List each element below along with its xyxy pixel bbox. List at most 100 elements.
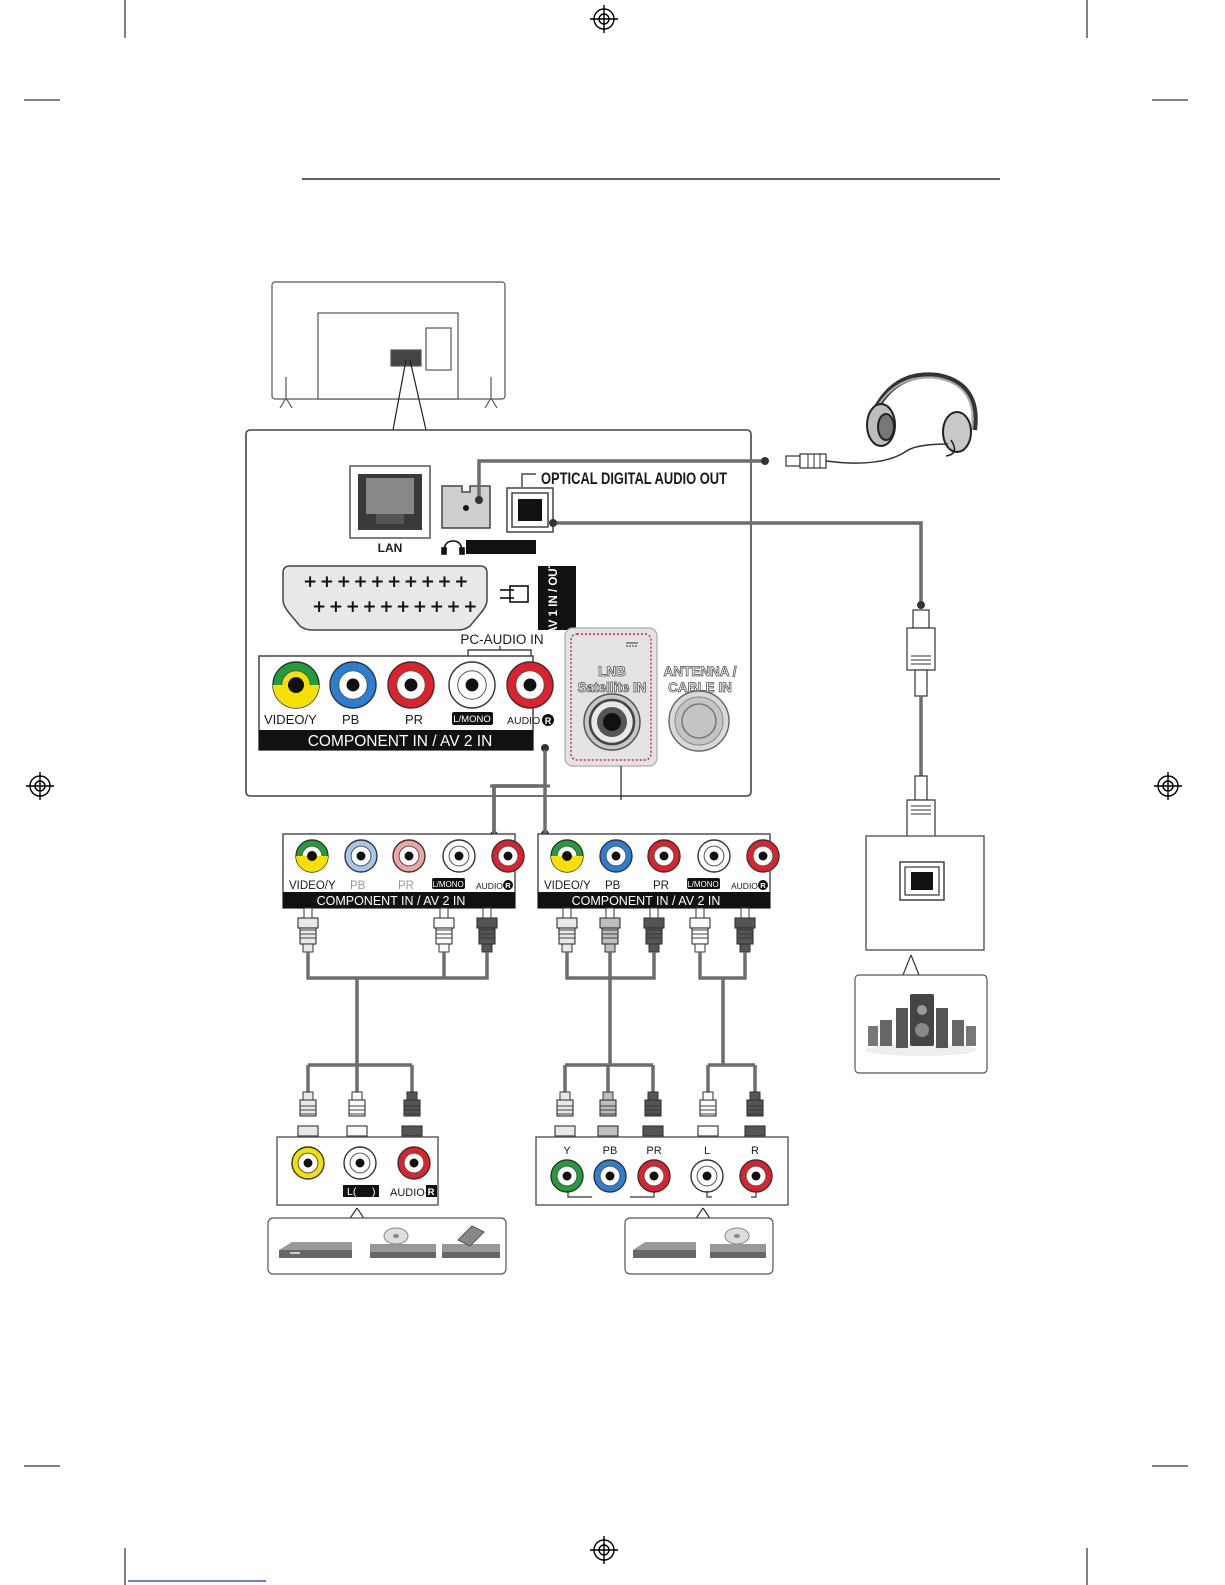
scart-pin: + <box>370 572 384 592</box>
headphones-icon <box>866 372 978 457</box>
left-module-bar <box>283 892 515 908</box>
scart-pin: + <box>446 597 460 617</box>
scart-pin: + <box>379 597 393 617</box>
left-device-audio-r-label: AUDIO- <box>390 1187 429 1199</box>
disc-recorder-icon-2 <box>710 1227 766 1258</box>
pc-audio-in-label: PC-AUDIO IN <box>460 632 543 647</box>
headphone-plug <box>785 453 827 469</box>
left-jack-label-pr: PR <box>398 880 414 892</box>
tv-component-jacks <box>272 661 554 709</box>
tv-jack-label-lmono: L/MONO <box>453 714 490 725</box>
left-module-bar-label: COMPONENT IN / AV 2 IN <box>317 894 466 908</box>
right-device-jack-0 <box>550 1159 584 1193</box>
scart-pin: + <box>353 572 367 592</box>
left-device-icons-box <box>267 1217 507 1275</box>
rightjacks-jack-3 <box>697 839 731 873</box>
tv-jack-label-video: VIDEO/Y <box>264 712 317 727</box>
scart-pin: + <box>404 572 418 592</box>
left-device-audio-l-box <box>343 1185 379 1197</box>
scart-pin: + <box>387 572 401 592</box>
satellite-in-label: Satellite IN <box>577 680 646 695</box>
tv-jack-2 <box>387 661 435 709</box>
tv-lmono-badge <box>452 712 493 725</box>
scart-pin: + <box>430 597 444 617</box>
rca-plug <box>697 1091 719 1147</box>
right-device-label-y: Y <box>563 1145 571 1157</box>
scart-pin: + <box>396 597 410 617</box>
cable-endpoints <box>475 457 925 839</box>
cable-in-label: CABLE IN <box>668 680 732 695</box>
rca-plug <box>401 1091 423 1147</box>
scart-port: ++++++++++++++++++++ <box>282 565 488 631</box>
scart-icon <box>500 585 529 603</box>
audio-system-optical-input <box>865 835 985 976</box>
left-jack-label-lmono: L/MONO <box>432 880 464 889</box>
headphone-icon <box>441 540 465 555</box>
leftjacks-jack-3 <box>442 839 476 873</box>
rca-plug <box>689 907 711 953</box>
optical-cable <box>906 609 936 861</box>
scart-pin: + <box>362 597 376 617</box>
scart-pin: + <box>320 572 334 592</box>
registration-mark-left <box>26 772 54 800</box>
tv-component-bar <box>259 730 533 750</box>
right-jack-label-pr: PR <box>653 880 669 892</box>
scart-pin: + <box>413 597 427 617</box>
left-jack-label-audio: AUDIO <box>476 881 503 891</box>
right-device-label-r: R <box>751 1145 759 1157</box>
rightjacks-jack-0 <box>550 839 584 873</box>
tv-component-bar-label: COMPONENT IN / AV 2 IN <box>308 733 493 750</box>
scart-pin: + <box>329 597 343 617</box>
rightjacks-jack-1 <box>599 839 633 873</box>
left-device-audio-r-badge-box <box>426 1185 437 1197</box>
right-lmono-badge <box>687 878 720 889</box>
headphone-cable <box>825 443 949 464</box>
scart-pin: + <box>454 572 468 592</box>
rca-plug <box>476 907 498 953</box>
scart-pin: + <box>463 597 477 617</box>
left-device-jack-1 <box>343 1146 377 1180</box>
left-lmono-badge <box>432 878 465 889</box>
headphone-port <box>441 485 491 529</box>
registration-mark-top <box>590 5 618 33</box>
left-device-jack-0 <box>291 1146 325 1180</box>
scart-pin: + <box>346 597 360 617</box>
svg-text:R: R <box>545 716 552 726</box>
lan-label: LAN <box>378 541 403 555</box>
optical-port <box>506 487 554 533</box>
registration-mark-right <box>1154 772 1182 800</box>
tv-audio-r-badge <box>542 714 554 726</box>
right-device-label-l: L <box>704 1145 710 1157</box>
rca-plug <box>734 907 756 953</box>
headphone-label-bar <box>466 540 536 554</box>
tv-jack-label-audio: AUDIO <box>507 715 540 727</box>
left-module-jacks <box>295 839 525 873</box>
right-device-jack-3 <box>690 1159 724 1193</box>
left-audio-r-badge <box>503 880 513 890</box>
right-jack-label-pb: PB <box>605 880 621 892</box>
lnb-satellite-port <box>564 627 658 800</box>
rca-plug <box>643 907 665 953</box>
home-theater-speakers-icon <box>854 974 988 1074</box>
rightjacks-jack-4 <box>746 839 780 873</box>
right-device-jack-4 <box>739 1159 773 1193</box>
tv-jack-label-pb: PB <box>342 712 359 727</box>
tv-jack-label-pr: PR <box>405 712 423 727</box>
scart-pin: + <box>337 572 351 592</box>
antenna-cable-in-port <box>668 690 730 752</box>
tv-to-module-cables <box>490 750 550 835</box>
antenna-label: ANTENNA / <box>664 664 737 679</box>
pc-audio-bracket <box>467 646 532 658</box>
left-device-jack-2 <box>397 1146 431 1180</box>
rca-cable-segment <box>698 952 747 980</box>
scart-pin: + <box>421 572 435 592</box>
leftjacks-jack-2 <box>392 839 426 873</box>
tv-jack-1 <box>329 661 377 709</box>
right-audio-r-badge <box>758 880 768 890</box>
rca-plug <box>556 907 578 953</box>
scart-pin: + <box>303 572 317 592</box>
left-device-audio-l-label: L( <box>347 1186 357 1198</box>
left-device-jacks <box>291 1146 431 1180</box>
right-module-bar-label: COMPONENT IN / AV 2 IN <box>572 894 721 908</box>
